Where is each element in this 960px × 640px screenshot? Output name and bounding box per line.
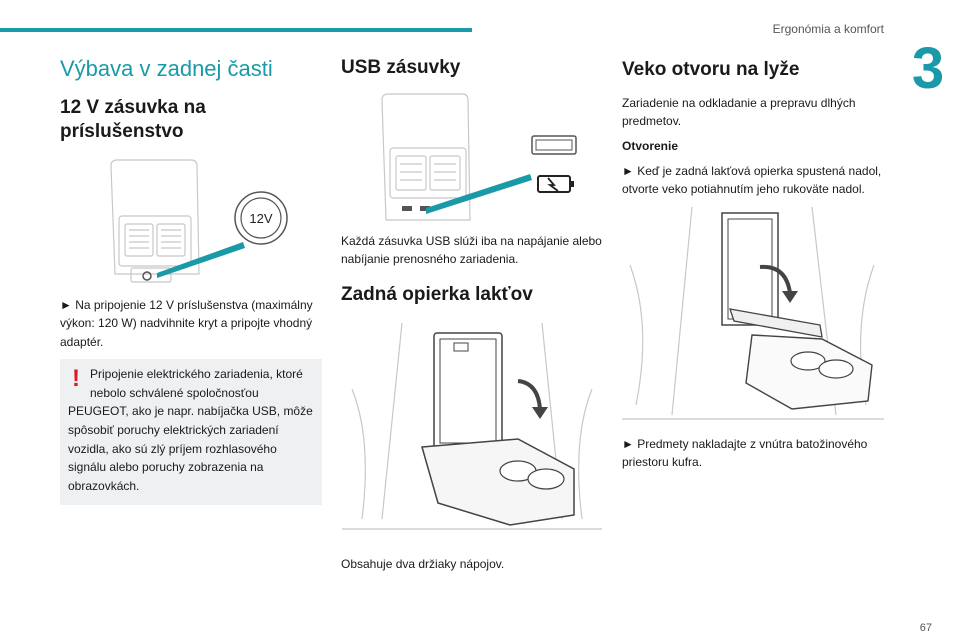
section-title: Výbava v zadnej časti [60, 56, 273, 81]
column-usb-armrest: USB zásuvky Každá zásuvka USB slúži iba … [341, 56, 603, 579]
illustration-usb-sockets [381, 93, 577, 221]
chapter-number: 3 [911, 36, 945, 101]
para-armrest: Obsahuje dva držiaky nápojov. [341, 556, 505, 571]
para-loading: ► Predmety nakladajte z vnútra batožinov… [622, 436, 868, 470]
para-opening: ► Keď je zadná lakťová opierka spustená … [622, 163, 882, 197]
warning-line-3: PEUGEOT, ako je napr. nabíjačka USB, môž… [68, 404, 313, 493]
para-ski-hatch-purpose: Zariadenie na odkladanie a prepravu dlhý… [622, 95, 856, 129]
chapter-title: Ergonómia a komfort [772, 22, 884, 36]
socket-label: 12V [249, 211, 272, 226]
heading-12v-socket: 12 V zásuvka na príslušenstvo [60, 97, 206, 142]
para-usb: Každá zásuvka USB slúži iba na napájanie… [341, 233, 602, 267]
subheading-opening: Otvorenie [622, 138, 679, 153]
column-rear-equipment: Výbava v zadnej časti 12 V zásuvka na pr… [60, 56, 322, 506]
warning-line-2: nebolo schválené spoločnosťou [90, 385, 259, 400]
heading-usb: USB zásuvky [341, 57, 461, 78]
warning-line-1: Pripojenie elektrického zariadenia, ktor… [90, 367, 303, 382]
warning-icon: ! [72, 365, 80, 393]
illustration-12v-socket: 12V [110, 158, 288, 283]
heading-ski-hatch: Veko otvoru na lyže [622, 59, 800, 80]
warning-box: ! Pripojenie elektrického zariadenia, kt… [60, 359, 322, 506]
column-ski-hatch: Veko otvoru na lyže Zariadenie na odklad… [622, 56, 884, 478]
header-accent-bar [0, 28, 472, 32]
page-number: 67 [919, 622, 932, 634]
heading-armrest: Zadná opierka lakťov [341, 283, 533, 305]
para-12v-instructions: ► Na pripojenie 12 V príslušenstva (maxi… [60, 297, 313, 349]
illustration-ski-hatch [622, 206, 884, 420]
illustration-armrest [342, 322, 602, 530]
